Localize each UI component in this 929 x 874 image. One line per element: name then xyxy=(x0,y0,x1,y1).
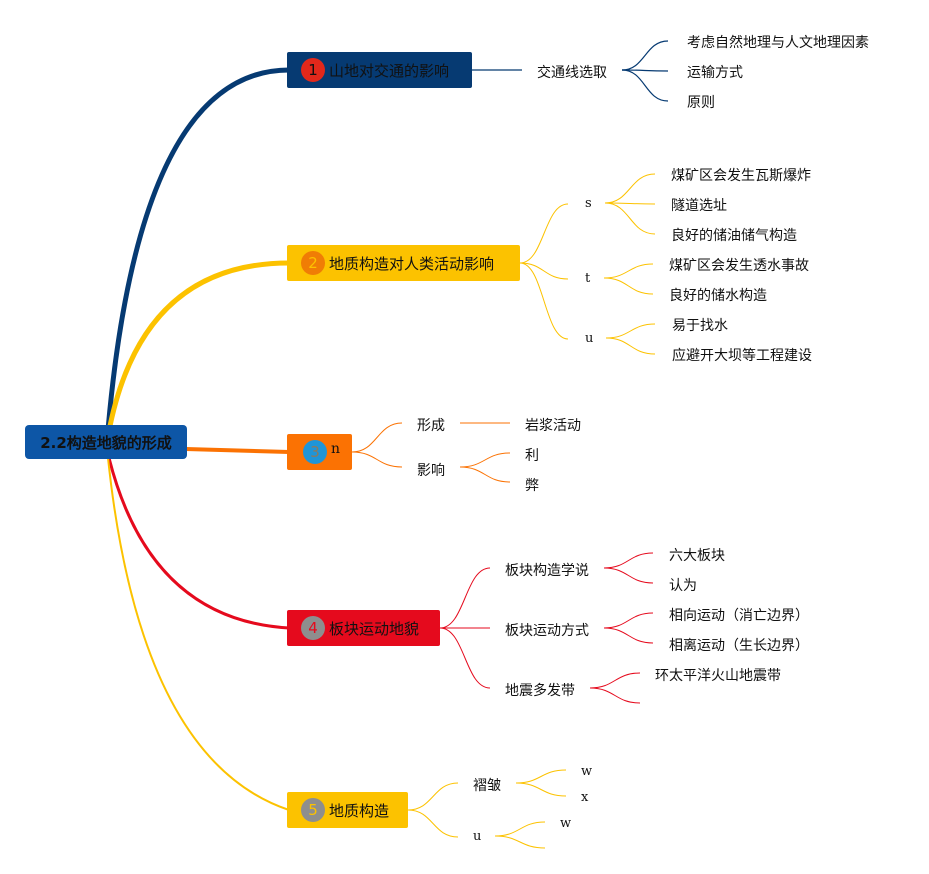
leaf-topic[interactable]: 相离运动（生长边界） xyxy=(669,638,809,654)
leaf-topic[interactable]: 考虑自然地理与人文地理因素 xyxy=(687,35,869,51)
subtopic-impact[interactable]: 影响 xyxy=(417,463,445,479)
leaf-topic[interactable]: 隧道选址 xyxy=(671,198,727,214)
leaf-topic[interactable]: 弊 xyxy=(525,478,539,494)
leaf-line xyxy=(604,173,656,204)
leaf-line xyxy=(603,627,654,644)
branch-line-5 xyxy=(107,457,290,811)
sub-line xyxy=(519,203,569,264)
number-1-icon: 1 xyxy=(301,58,325,82)
leaf-topic[interactable]: x xyxy=(581,790,589,805)
root-title: 2.2构造地貌的形成 xyxy=(40,433,172,452)
root-topic[interactable]: 2.2构造地貌的形成 xyxy=(25,425,187,459)
sub-line xyxy=(407,809,459,838)
leaf-line xyxy=(604,202,656,205)
leaf-line xyxy=(589,687,641,704)
leaf-topic[interactable]: w xyxy=(560,816,572,831)
leaf-topic[interactable]: w xyxy=(581,764,593,779)
sub-line xyxy=(407,782,459,811)
leaf-topic[interactable]: 煤矿区会发生透水事故 xyxy=(669,258,809,274)
leaf-line xyxy=(603,567,654,584)
sub-line xyxy=(519,262,569,340)
leaf-line xyxy=(589,672,641,689)
main-topic-geologic-structure[interactable]: 5 地质构造 xyxy=(287,792,408,828)
sub-line xyxy=(439,627,491,689)
branch-line-3 xyxy=(185,447,290,454)
main-topic-geologic-impact[interactable]: 2 地质构造对人类活动影响 xyxy=(287,245,520,281)
leaf-line xyxy=(621,40,669,71)
sub-line xyxy=(351,451,403,468)
leaf-line xyxy=(459,466,511,483)
subtopic-t[interactable]: t xyxy=(585,271,591,286)
leaf-topic[interactable]: 良好的储油储气构造 xyxy=(671,228,797,244)
leaf-line xyxy=(515,782,567,797)
leaf-line xyxy=(603,612,654,629)
subtopic-formation[interactable]: 形成 xyxy=(417,418,445,434)
main-topic-plate-movement[interactable]: 4 板块运动地貌 xyxy=(287,610,440,646)
main-topic-title: 地质构造 xyxy=(329,801,390,820)
leaf-line xyxy=(605,337,656,355)
main-topic-title: 山地对交通的影响 xyxy=(329,61,450,80)
leaf-line xyxy=(459,452,511,468)
leaf-topic[interactable]: 相向运动（消亡边界） xyxy=(669,608,809,624)
number-3-icon: 3 xyxy=(303,440,327,464)
number-5-icon: 5 xyxy=(301,798,325,822)
leaf-topic[interactable]: 运输方式 xyxy=(687,65,743,81)
sub-line xyxy=(439,567,491,629)
subtopic-u[interactable]: u xyxy=(473,829,482,844)
subtopic-seismic-belt[interactable]: 地震多发带 xyxy=(505,683,575,699)
leaf-topic[interactable]: 认为 xyxy=(669,578,697,594)
subtopic-plate-motion[interactable]: 板块运动方式 xyxy=(505,623,589,639)
leaf-line xyxy=(603,263,654,279)
sub-line xyxy=(519,262,569,280)
sub-line xyxy=(351,422,403,453)
main-topic-title: 地质构造对人类活动影响 xyxy=(329,254,495,273)
leaf-line xyxy=(604,202,656,235)
number-4-icon: 4 xyxy=(301,616,325,640)
leaf-line xyxy=(515,769,567,784)
number-2-icon: 2 xyxy=(301,251,325,275)
leaf-topic[interactable]: 环太平洋火山地震带 xyxy=(655,668,781,684)
leaf-topic[interactable]: 煤矿区会发生瓦斯爆炸 xyxy=(671,168,811,184)
leaf-line xyxy=(603,277,654,295)
subtopic-route-selection[interactable]: 交通线选取 xyxy=(537,65,607,81)
subtopic-s[interactable]: s xyxy=(585,196,592,211)
leaf-topic[interactable]: 应避开大坝等工程建设 xyxy=(672,348,812,364)
main-topic-title: 板块运动地貌 xyxy=(329,619,420,638)
leaf-line xyxy=(494,835,546,849)
subtopic-fold[interactable]: 褶皱 xyxy=(473,778,501,794)
leaf-line xyxy=(605,323,656,339)
leaf-topic[interactable]: 岩浆活动 xyxy=(525,418,581,434)
subtopic-plate-tectonics[interactable]: 板块构造学说 xyxy=(505,563,589,579)
leaf-line xyxy=(603,552,654,569)
subtopic-u[interactable]: u xyxy=(585,331,594,346)
main-topic-n[interactable]: 3 n xyxy=(287,434,352,470)
main-topic-title: n xyxy=(331,441,341,457)
leaf-topic[interactable]: 易于找水 xyxy=(672,318,728,334)
branch-line-4 xyxy=(107,457,290,630)
leaf-topic[interactable]: 原则 xyxy=(687,95,715,111)
branch-line-2 xyxy=(104,260,290,443)
leaf-topic[interactable]: 六大板块 xyxy=(669,548,725,564)
main-topic-traffic[interactable]: 1 山地对交通的影响 xyxy=(287,52,472,88)
leaf-topic[interactable]: 良好的储水构造 xyxy=(669,288,767,304)
leaf-line xyxy=(621,69,669,102)
branch-line-1 xyxy=(104,67,290,443)
leaf-topic[interactable]: 利 xyxy=(525,448,539,464)
leaf-line xyxy=(494,821,546,837)
